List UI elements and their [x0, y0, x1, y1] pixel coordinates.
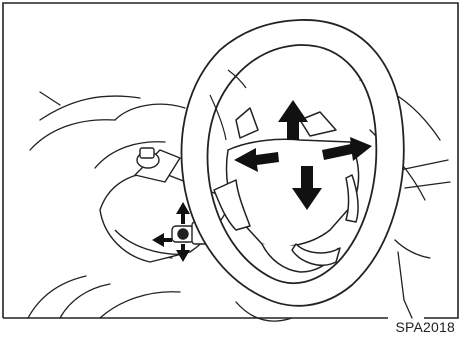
- figure-code: SPA2018: [395, 319, 455, 335]
- arrow-up-icon: [278, 100, 308, 140]
